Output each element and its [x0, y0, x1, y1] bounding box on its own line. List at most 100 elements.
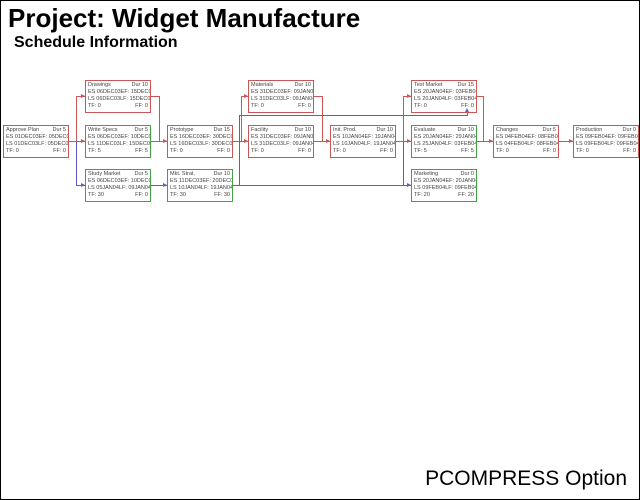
task-ls: LS 31DEC03 [251, 96, 284, 102]
task-ff: FF: 0 [543, 148, 556, 154]
task-duration: Dur 0 [622, 127, 636, 133]
arrowhead-into-studymarket-icon [81, 183, 85, 187]
task-duration: Dur 5 [52, 127, 66, 133]
task-ef: EF: 09JAN04 [283, 134, 314, 140]
task-lf: LF: 15DEC03 [119, 141, 151, 147]
task-tf: TF: 0 [170, 148, 183, 154]
arrowhead-into-production-icon [569, 139, 573, 143]
arrowhead-into-evaluate-icon [407, 139, 411, 143]
task-name: Mkt. Strat. [170, 171, 196, 177]
task-tf: TF: 0 [576, 148, 589, 154]
task-ls: LS 04FEB04 [496, 141, 528, 147]
task-ef: EF: 30DEC03 [202, 134, 232, 140]
arrowhead-into-initprod-icon [326, 139, 330, 143]
task-duration: Dur 5 [134, 127, 148, 133]
arrowhead-into-testmarket-bottom-icon [465, 108, 469, 112]
task-es: ES 20JAN04 [414, 134, 446, 140]
task-ls: LS 31DEC03 [251, 141, 284, 147]
task-ef: EF: 20DEC03 [202, 178, 233, 184]
task-ff: FF: 5 [135, 148, 148, 154]
task-duration: Dur 5 [134, 171, 148, 177]
task-name: Evaluate [414, 127, 436, 133]
task-es: ES 31DEC03 [251, 134, 284, 140]
task-name: Marketing [414, 171, 439, 177]
task-duration: Dur 15 [457, 82, 474, 88]
task-name: Test Market [414, 82, 443, 88]
task-ls: LS 01DEC03 [6, 141, 39, 147]
task-lf: LF: 09FEB04 [445, 185, 477, 191]
page-subtitle: Schedule Information [14, 34, 178, 51]
arc-approveplan-studymarket-v [76, 142, 77, 185]
arc-initprod-marketing-v [403, 142, 404, 185]
task-lf: LF: 03FEB04 [444, 141, 477, 147]
task-lf: LF: 19JAN04 [200, 185, 233, 191]
arrowhead-into-testmarket-icon [407, 94, 411, 98]
arc-approveplan-drawings-h [76, 96, 85, 97]
task-name: Production [576, 127, 603, 133]
task-tf: TF: 0 [251, 103, 264, 109]
task-es: ES 06DEC03 [88, 89, 121, 95]
task-tf: TF: 0 [6, 148, 19, 154]
task-tf: TF: 0 [88, 103, 101, 109]
task-duration: Dur 10 [376, 127, 393, 133]
task-tf: TF: 5 [88, 148, 101, 154]
arc-mktstrat-testmarket-h [239, 115, 467, 116]
task-duration: Dur 5 [542, 127, 556, 133]
task-tf: TF: 20 [414, 192, 430, 198]
task-ef: EF: 08FEB04 [527, 134, 559, 140]
task-duration: Dur 15 [213, 127, 230, 133]
task-tf: TF: 0 [496, 148, 509, 154]
arc-drawings-prototype-h1 [151, 96, 159, 97]
task-duration: Dur 10 [294, 127, 311, 133]
arc-facility-initprod [314, 141, 330, 142]
task-es: ES 01DEC03 [6, 134, 39, 140]
task-ls: LS 25JAN04 [414, 141, 445, 147]
task-tf: TF: 30 [170, 192, 186, 198]
arc-mktstrat-marketing [233, 185, 411, 186]
task-lf: LF: 09JAN04 [283, 141, 314, 147]
task-lf: LF: 09FEB04 [607, 141, 639, 147]
task-duration: Dur 0 [460, 171, 474, 177]
arrowhead-into-facility-icon [244, 139, 248, 143]
task-ef: EF: 29JAN04 [445, 134, 477, 140]
task-tf: TF: 30 [88, 192, 104, 198]
task-ff: FF: 0 [135, 103, 148, 109]
task-es: ES 31DEC03 [251, 89, 284, 95]
task-duration: Dur 10 [131, 82, 148, 88]
task-lf: LF: 05DEC03 [38, 141, 69, 147]
arc-testmarket-changes-h1 [477, 96, 483, 97]
arc-changes-production [559, 141, 573, 142]
task-lf: LF: 09JAN04 [283, 96, 314, 102]
task-tf: TF: 0 [251, 148, 264, 154]
task-ff: FF: 30 [214, 192, 230, 198]
arc-approveplan-studymarket-h [76, 185, 85, 186]
arrowhead-into-writespecs-icon [81, 139, 85, 143]
arrowhead-into-drawings-icon [81, 94, 85, 98]
task-name: Drawings [88, 82, 111, 88]
task-es: ES 20JAN04 [414, 178, 446, 184]
task-ff: FF: 0 [298, 148, 311, 154]
arc-prototype-facility [233, 141, 248, 142]
task-ef: EF: 19JAN04 [364, 134, 396, 140]
task-es: ES 20JAN04 [414, 89, 446, 95]
task-es: ES 16DEC03 [170, 134, 203, 140]
task-tf: TF: 0 [414, 103, 427, 109]
task-es: ES 09FEB04 [576, 134, 608, 140]
arc-testmarket-changes-v [483, 96, 484, 141]
arc-drawings-prototype-v [159, 96, 160, 141]
arrowhead-into-marketing-icon [407, 183, 411, 187]
arc-approveplan-drawings-v [76, 96, 77, 141]
arc-approveplan-writespecs [69, 141, 85, 142]
task-es: ES 10JAN04 [333, 134, 365, 140]
task-lf: LF: 09JAN04 [118, 185, 151, 191]
